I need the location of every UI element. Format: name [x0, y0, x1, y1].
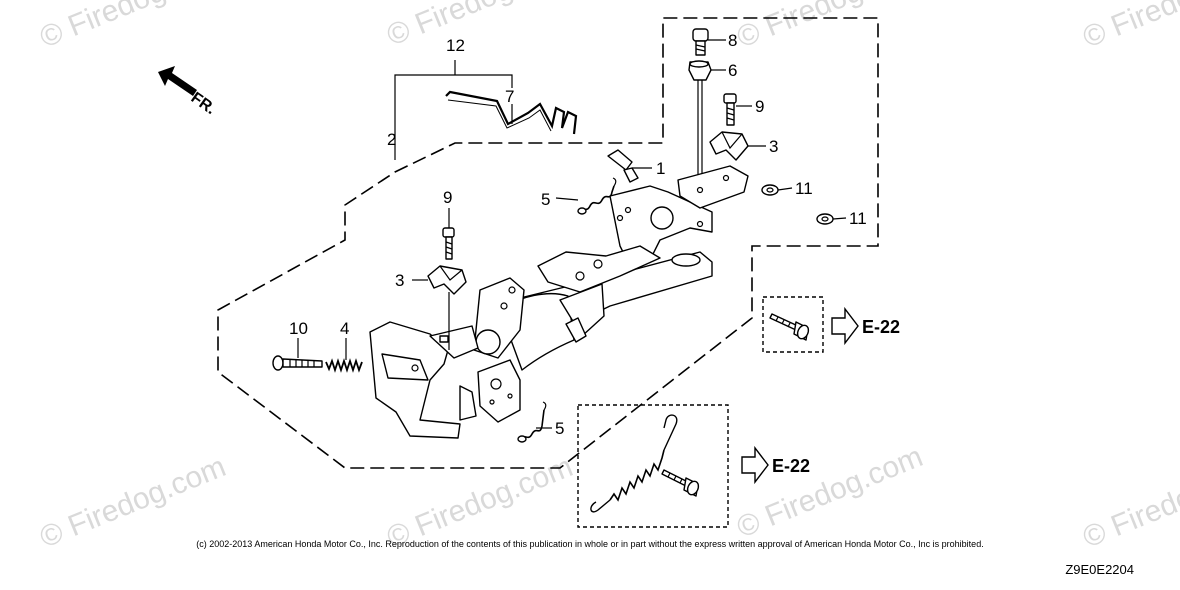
cable-clamp: [709, 131, 749, 161]
collar-nut: [688, 60, 712, 81]
callout-label: 1: [656, 159, 665, 178]
callout-label: 11: [795, 179, 813, 198]
callout-label: 9: [755, 97, 764, 116]
callout-label: 3: [395, 271, 404, 290]
callout-bracket: [394, 60, 513, 160]
front-arrow-icon: [158, 66, 197, 96]
callout-label: 6: [728, 61, 737, 80]
governor-arm: [609, 165, 749, 263]
cable-clamp: [427, 265, 467, 295]
flange-bolt: [661, 469, 700, 497]
reference-arrow: E-22: [741, 445, 810, 485]
callout-label: 12: [446, 36, 465, 55]
callout-label: 4: [340, 319, 349, 338]
control-base: [369, 245, 713, 439]
watermark: © Firedog.com: [1078, 0, 1180, 54]
reference-box-bolt: [762, 296, 824, 353]
callout-label: 5: [555, 419, 564, 438]
callout-label: 3: [769, 137, 778, 156]
watermark: © Firedog.com: [35, 0, 230, 54]
callout-label: 2: [387, 130, 396, 149]
reference-label: E-22: [772, 456, 810, 476]
callout-label: 10: [289, 319, 308, 338]
callout-label: 7: [505, 87, 514, 106]
copyright-notice: (c) 2002-2013 American Honda Motor Co., …: [196, 539, 984, 549]
hollow-arrow-icon: [741, 445, 769, 485]
lock-washer: [816, 213, 834, 225]
bolt: [692, 28, 709, 56]
flange-bolt: [769, 313, 810, 341]
bolt: [442, 227, 455, 260]
callouts: 1 2 3 3 4 5 5 6 7 8 9 9 10 11 11 12: [289, 31, 867, 438]
watermark: © Firedog.com: [382, 0, 577, 52]
callout-label: 8: [728, 31, 737, 50]
callout-label: 11: [849, 209, 867, 228]
control-rod-shadow: [447, 99, 552, 132]
reference-label: E-22: [862, 317, 900, 337]
drawing-code: Z9E0E2204: [1065, 562, 1134, 577]
return-spring: [577, 177, 617, 215]
callout-label: 5: [541, 190, 550, 209]
return-spring: [517, 401, 547, 443]
callout-label: 9: [443, 188, 452, 207]
bolt: [723, 93, 737, 126]
control-rod: [445, 90, 578, 135]
assembly-boundary: [217, 17, 879, 469]
reference-box-spring: [577, 404, 729, 528]
compression-spring: [325, 358, 363, 373]
lock-washer: [761, 184, 779, 196]
reference-arrow: E-22: [831, 306, 900, 346]
hollow-arrow-icon: [831, 306, 859, 346]
tension-spring: [590, 414, 678, 513]
front-arrow: FR.: [158, 66, 219, 118]
watermark: © Firedog.com: [732, 0, 927, 54]
long-screw: [272, 355, 323, 371]
wire-clip: [607, 149, 639, 183]
